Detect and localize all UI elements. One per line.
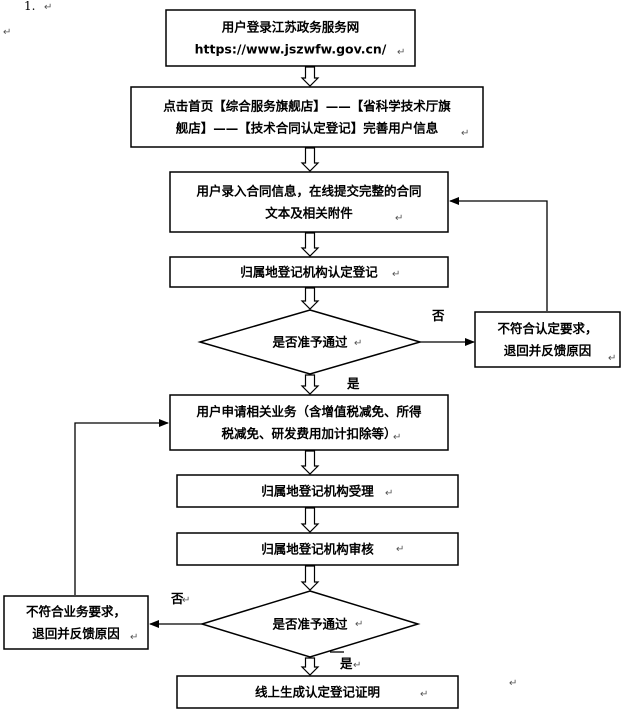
node-text-line: 用户登录江苏政务服务网 bbox=[221, 20, 360, 35]
flow-down-arrow bbox=[300, 450, 320, 475]
node-n8: 线上生成认定登记证明 bbox=[176, 675, 459, 709]
paragraph-mark: ↵ bbox=[608, 353, 616, 364]
node-box bbox=[176, 532, 459, 566]
flow-down-arrow bbox=[300, 657, 320, 676]
paragraph-mark: ↵ bbox=[44, 2, 52, 13]
node-text-line: 用户申请相关业务（含增值税减免、所得 bbox=[195, 404, 422, 419]
flow-down-arrow bbox=[300, 147, 320, 172]
flow-down-arrow bbox=[300, 66, 320, 87]
paragraph-mark: ↵ bbox=[393, 432, 401, 443]
paragraph-mark: ↵ bbox=[396, 544, 404, 555]
paragraph-mark: ↵ bbox=[355, 619, 363, 630]
node-text-line: 归属地登记机构审核 bbox=[261, 542, 374, 557]
paragraph-mark: ↵ bbox=[182, 595, 190, 606]
paragraph-mark: ↵ bbox=[354, 338, 362, 349]
node-text-line: 退回并反馈原因 bbox=[504, 343, 592, 358]
paragraph-mark: ↵ bbox=[395, 213, 403, 224]
paragraph-mark: ↵ bbox=[461, 128, 469, 139]
node-n7: 归属地登记机构审核 bbox=[176, 532, 459, 566]
node-r1: 不符合认定要求， 退回并反馈原因 bbox=[474, 311, 621, 368]
node-text-line: https://www.jszwfw.gov.cn/ bbox=[195, 42, 387, 57]
paragraph-mark: ↵ bbox=[353, 660, 361, 671]
paragraph-mark: ↵ bbox=[385, 488, 393, 499]
node-text-line: 不符合业务要求， bbox=[26, 604, 126, 619]
node-d2: 是否准予通过 bbox=[199, 590, 421, 658]
node-text-line: 不符合认定要求， bbox=[497, 321, 597, 336]
node-n6: 归属地登记机构受理 bbox=[176, 474, 459, 508]
flow-down-arrow bbox=[300, 374, 320, 395]
paragraph-mark: ↵ bbox=[130, 632, 138, 643]
node-box bbox=[176, 675, 459, 709]
decision-diamond bbox=[199, 590, 421, 658]
node-text-line: 是否准予通过 bbox=[271, 335, 348, 350]
branch-label-yes2: 是 bbox=[339, 656, 353, 671]
node-text-line: 线上生成认定登记证明 bbox=[255, 685, 380, 700]
node-text-line: 舰店】——【技术合同认定登记】完善用户信息 bbox=[176, 121, 439, 136]
node-text-line: 文本及相关附件 bbox=[265, 206, 353, 221]
node-box bbox=[3, 595, 149, 650]
node-text-line: 税减免、研发费用加计扣除等） bbox=[221, 426, 396, 441]
node-n1: 用户登录江苏政务服务网 https://www.jszwfw.gov.cn/ bbox=[165, 9, 416, 67]
node-d1: 是否准予通过 bbox=[197, 309, 423, 375]
node-text-line: 退回并反馈原因 bbox=[32, 626, 120, 641]
paragraph-mark: ↵ bbox=[392, 269, 400, 280]
node-box bbox=[176, 474, 459, 508]
node-r2: 不符合业务要求， 退回并反馈原因 bbox=[3, 595, 149, 650]
node-n2: 点击首页【综合服务旗舰店】——【省科学技术厅旗舰店】——【技术合同认定登记】完善… bbox=[130, 86, 484, 148]
connector-line bbox=[449, 197, 548, 311]
node-box bbox=[169, 394, 449, 451]
branch-label-no1: 否 bbox=[431, 308, 445, 323]
node-text-line: 归属地登记机构认定登记 bbox=[240, 265, 378, 280]
node-box bbox=[169, 256, 449, 288]
node-box bbox=[169, 171, 449, 233]
paragraph-mark: ↵ bbox=[420, 689, 428, 700]
list-number: 1. bbox=[24, 0, 35, 13]
node-text-line: 归属地登记机构受理 bbox=[261, 484, 374, 499]
node-text-line: 点击首页【综合服务旗舰店】——【省科学技术厅旗 bbox=[163, 99, 451, 114]
branch-label-yes1: 是 bbox=[346, 376, 360, 391]
node-n4: 归属地登记机构认定登记 bbox=[169, 256, 449, 288]
flow-down-arrow bbox=[300, 287, 320, 310]
node-box bbox=[130, 86, 484, 148]
node-box bbox=[165, 9, 416, 67]
connector-line bbox=[74, 419, 169, 595]
flow-down-arrow bbox=[300, 565, 320, 591]
node-text-line: 用户录入合同信息，在线提交完整的合同 bbox=[195, 184, 421, 199]
flow-down-arrow bbox=[300, 507, 320, 533]
paragraph-mark: ↵ bbox=[3, 27, 11, 38]
node-box bbox=[474, 311, 621, 368]
decision-diamond bbox=[197, 309, 423, 375]
branch-label-no2: 否 bbox=[170, 591, 184, 606]
flow-down-arrow bbox=[300, 232, 320, 257]
paragraph-mark: ↵ bbox=[509, 678, 517, 689]
node-text-line: 是否准予通过 bbox=[271, 617, 348, 632]
paragraph-mark: ↵ bbox=[397, 47, 405, 58]
